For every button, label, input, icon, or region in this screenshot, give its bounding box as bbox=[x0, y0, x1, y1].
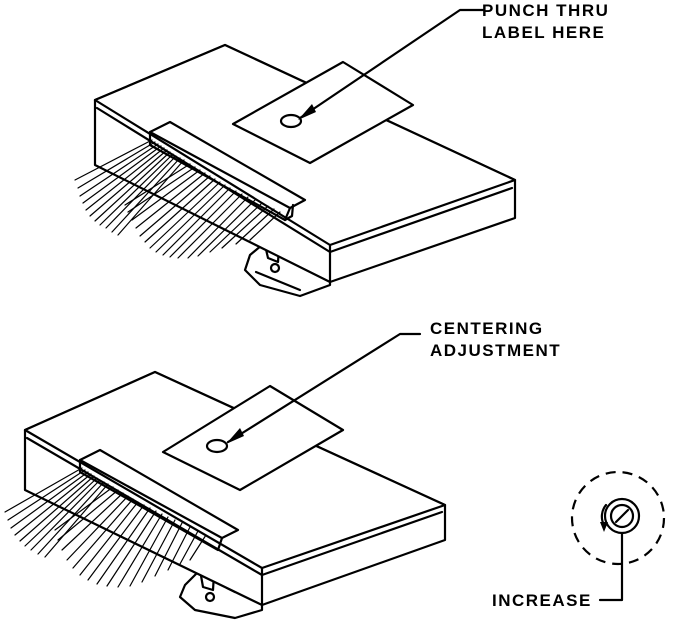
increase-leader bbox=[598, 531, 624, 602]
centering-label-line2: ADJUSTMENT bbox=[430, 341, 562, 360]
top-module bbox=[74, 8, 517, 298]
top-punch-hole bbox=[279, 113, 303, 129]
centering-hole bbox=[205, 438, 229, 454]
bottom-label-area bbox=[161, 384, 345, 492]
punch-thru-leader bbox=[298, 8, 486, 120]
centering-label-line1: CENTERING bbox=[430, 319, 544, 338]
bottom-module bbox=[4, 332, 447, 620]
bottom-wire-harness bbox=[4, 467, 207, 588]
detail-dashed-circle bbox=[570, 470, 666, 566]
centering-arrowhead bbox=[226, 428, 244, 444]
bottom-mounting-screw bbox=[204, 591, 216, 603]
centering-leader bbox=[226, 332, 422, 444]
top-label-area bbox=[231, 60, 415, 165]
adjustment-detail bbox=[570, 470, 666, 602]
increase-label: INCREASE bbox=[492, 591, 592, 610]
top-mounting-screw bbox=[269, 262, 281, 274]
top-connector bbox=[148, 120, 307, 210]
punch-thru-arrowhead bbox=[298, 104, 316, 120]
punch-thru-label-line2: LABEL HERE bbox=[482, 23, 606, 42]
bottom-connector bbox=[78, 448, 240, 540]
top-wire-harness bbox=[74, 139, 281, 259]
punch-thru-label-line1: PUNCH THRU bbox=[482, 1, 610, 20]
